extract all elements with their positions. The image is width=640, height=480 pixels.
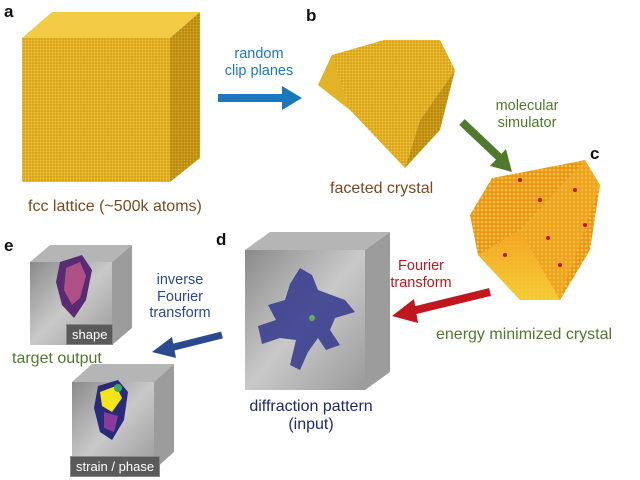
energy-minimized-crystal-shape	[470, 160, 600, 300]
diffraction-pattern-shape	[258, 268, 355, 370]
step-ab-line1: random	[234, 46, 284, 62]
panel-label-e: e	[4, 236, 14, 255]
panel-label-b: b	[306, 6, 317, 25]
caption-energy-minimized: energy minimized crystal	[436, 326, 613, 343]
panel-label-a: a	[4, 2, 14, 21]
fcc-lattice-cube	[22, 12, 200, 182]
arrow-d-to-e	[152, 331, 223, 358]
step-cd-line2: transform	[390, 274, 452, 291]
caption-diffraction-line2: (input)	[288, 416, 334, 434]
caption-faceted-crystal: faceted crystal	[330, 180, 434, 197]
arrow-c-to-d	[392, 288, 491, 323]
step-bc-line2: simulator	[497, 114, 557, 131]
step-cd-line1: Fourier	[398, 258, 444, 274]
caption-target-output: target output	[12, 350, 102, 367]
caption-diffraction: diffraction pattern (input)	[236, 398, 386, 435]
caption-fcc-lattice: fcc lattice (~500k atoms)	[28, 198, 202, 215]
step-bc-line1: molecular	[495, 98, 559, 114]
panel-label-d: d	[216, 230, 227, 249]
tag-strain-phase: strain / phase	[70, 456, 161, 477]
arrow-a-to-b	[218, 86, 302, 110]
faceted-crystal-shape	[318, 40, 455, 168]
step-ab-line2: clip planes	[224, 62, 294, 79]
step-label-fourier: Fourier transform	[386, 258, 456, 291]
step-label-simulator: molecular simulator	[484, 98, 570, 131]
tag-shape: shape	[66, 324, 114, 345]
caption-diffraction-line1: diffraction pattern	[249, 398, 373, 415]
arrow-b-to-c	[459, 119, 512, 172]
step-label-clip-planes: random clip planes	[216, 46, 302, 79]
diffraction-volume-box	[245, 232, 390, 390]
panel-label-c: c	[590, 144, 600, 163]
step-de-line3: transform	[149, 305, 211, 322]
step-label-inverse-fourier: inverse Fourier transform	[140, 272, 220, 322]
step-de-line2: Fourier	[157, 288, 203, 305]
step-de-line1: inverse	[156, 272, 204, 288]
strain-phase-output-box	[72, 364, 174, 470]
